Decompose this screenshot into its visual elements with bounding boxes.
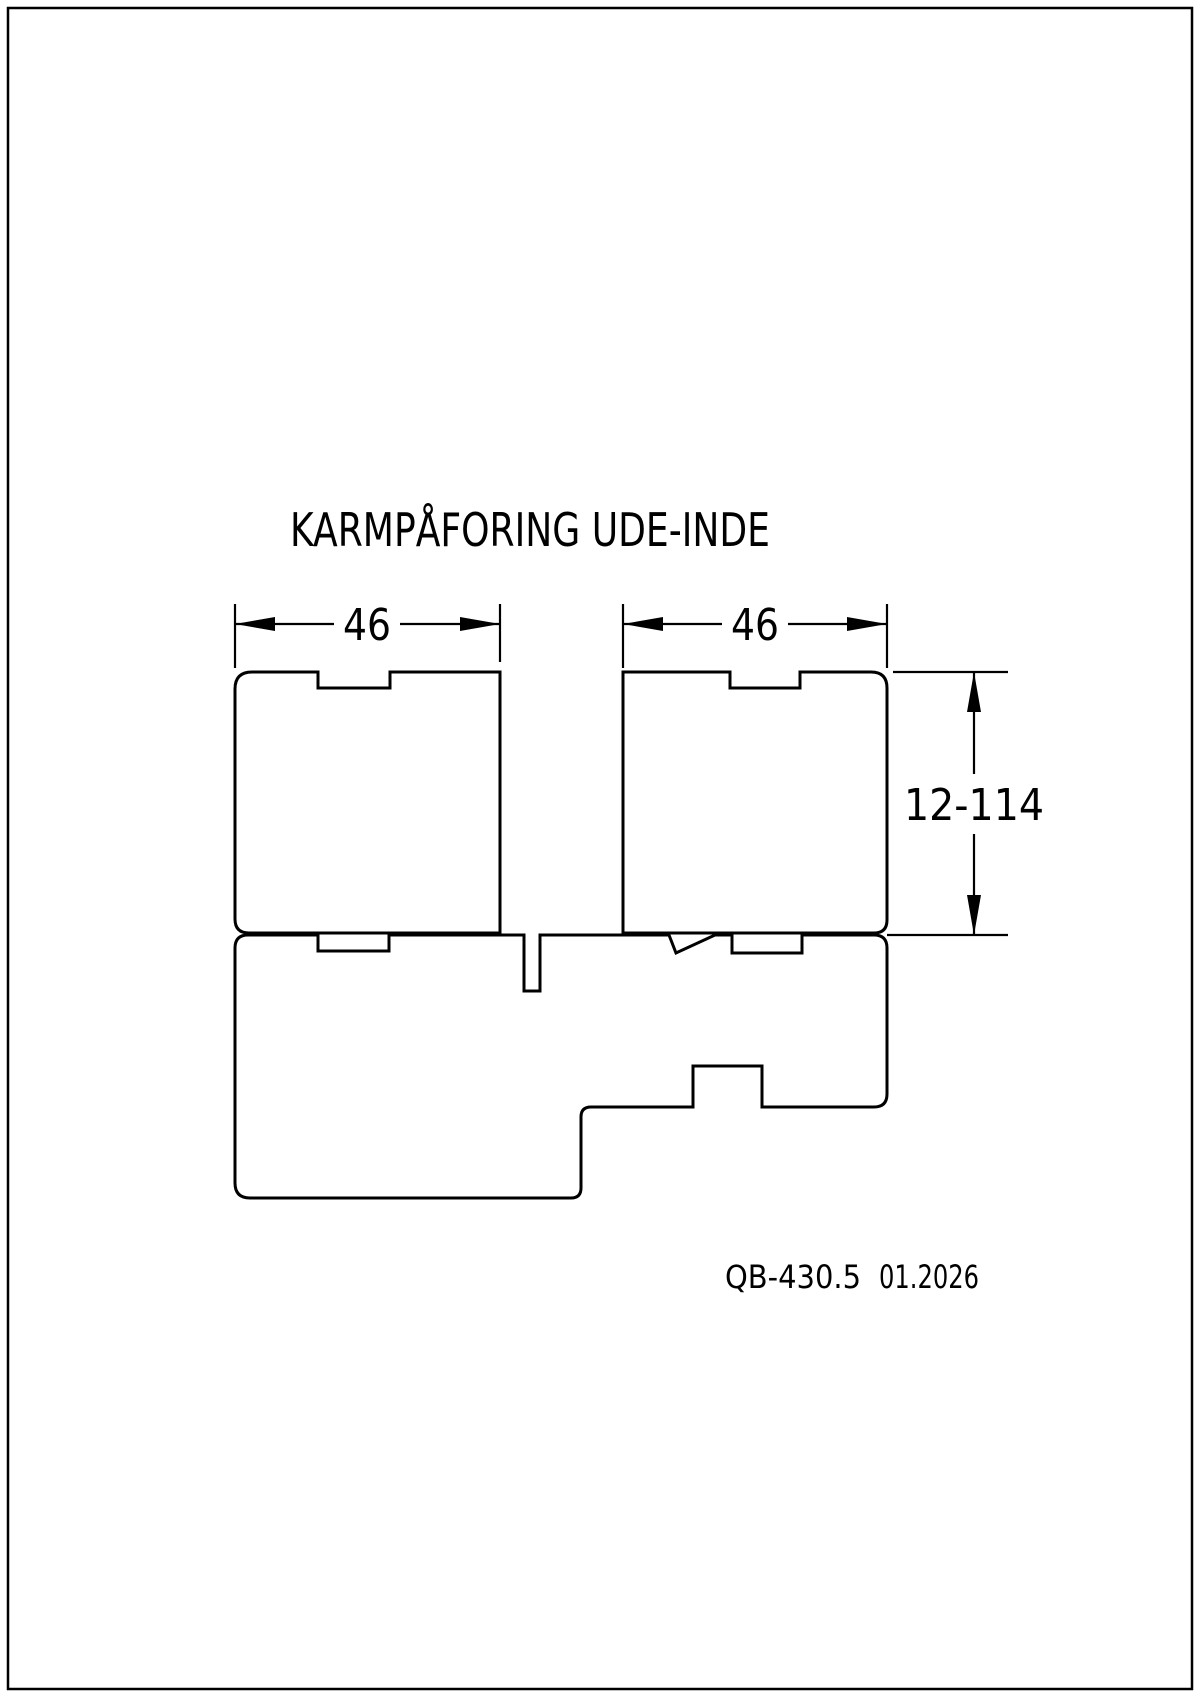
dimension-label: 12-114 — [904, 780, 1044, 831]
arrowhead-up-icon — [967, 672, 981, 712]
arrowhead-right-icon — [460, 617, 500, 631]
arrowhead-left-icon — [623, 617, 663, 631]
dimension-width-right: 46 — [621, 600, 889, 668]
arrowhead-right-icon — [847, 617, 887, 631]
dimension-label: 46 — [731, 600, 779, 651]
dimension-annotations: 46 46 12-114 — [233, 600, 1044, 937]
profile-outlines — [233, 670, 889, 1200]
frame-extension-profile-right — [621, 670, 889, 935]
sheet-border-frame — [6, 6, 1194, 1691]
frame-profile-bottom — [233, 933, 889, 1200]
dimension-width-left: 46 — [233, 600, 502, 668]
dimension-height-range: 12-114 — [887, 670, 1044, 937]
arrowhead-left-icon — [235, 617, 275, 631]
arrowhead-down-icon — [967, 895, 981, 935]
document-date: 01.2026 — [879, 1258, 979, 1296]
dimension-label: 46 — [343, 600, 391, 651]
drawing-title: KARMPÅFORING UDE-INDE — [290, 503, 770, 557]
document-code: QB-430.5 — [725, 1258, 861, 1296]
frame-extension-profile-left — [233, 670, 502, 935]
